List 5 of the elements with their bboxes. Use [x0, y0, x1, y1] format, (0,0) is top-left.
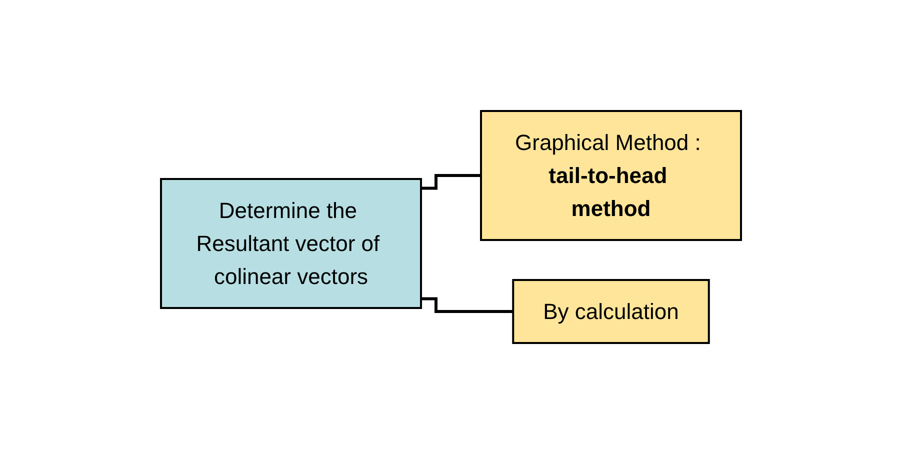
- node-box: Graphical Method : tail-to-head method: [480, 110, 742, 241]
- connector: [420, 174, 480, 190]
- node-box: Determine the Resultant vector of colinear vectors: [160, 178, 422, 309]
- connector: [420, 297, 513, 313]
- node-box: By calculation: [512, 279, 710, 344]
